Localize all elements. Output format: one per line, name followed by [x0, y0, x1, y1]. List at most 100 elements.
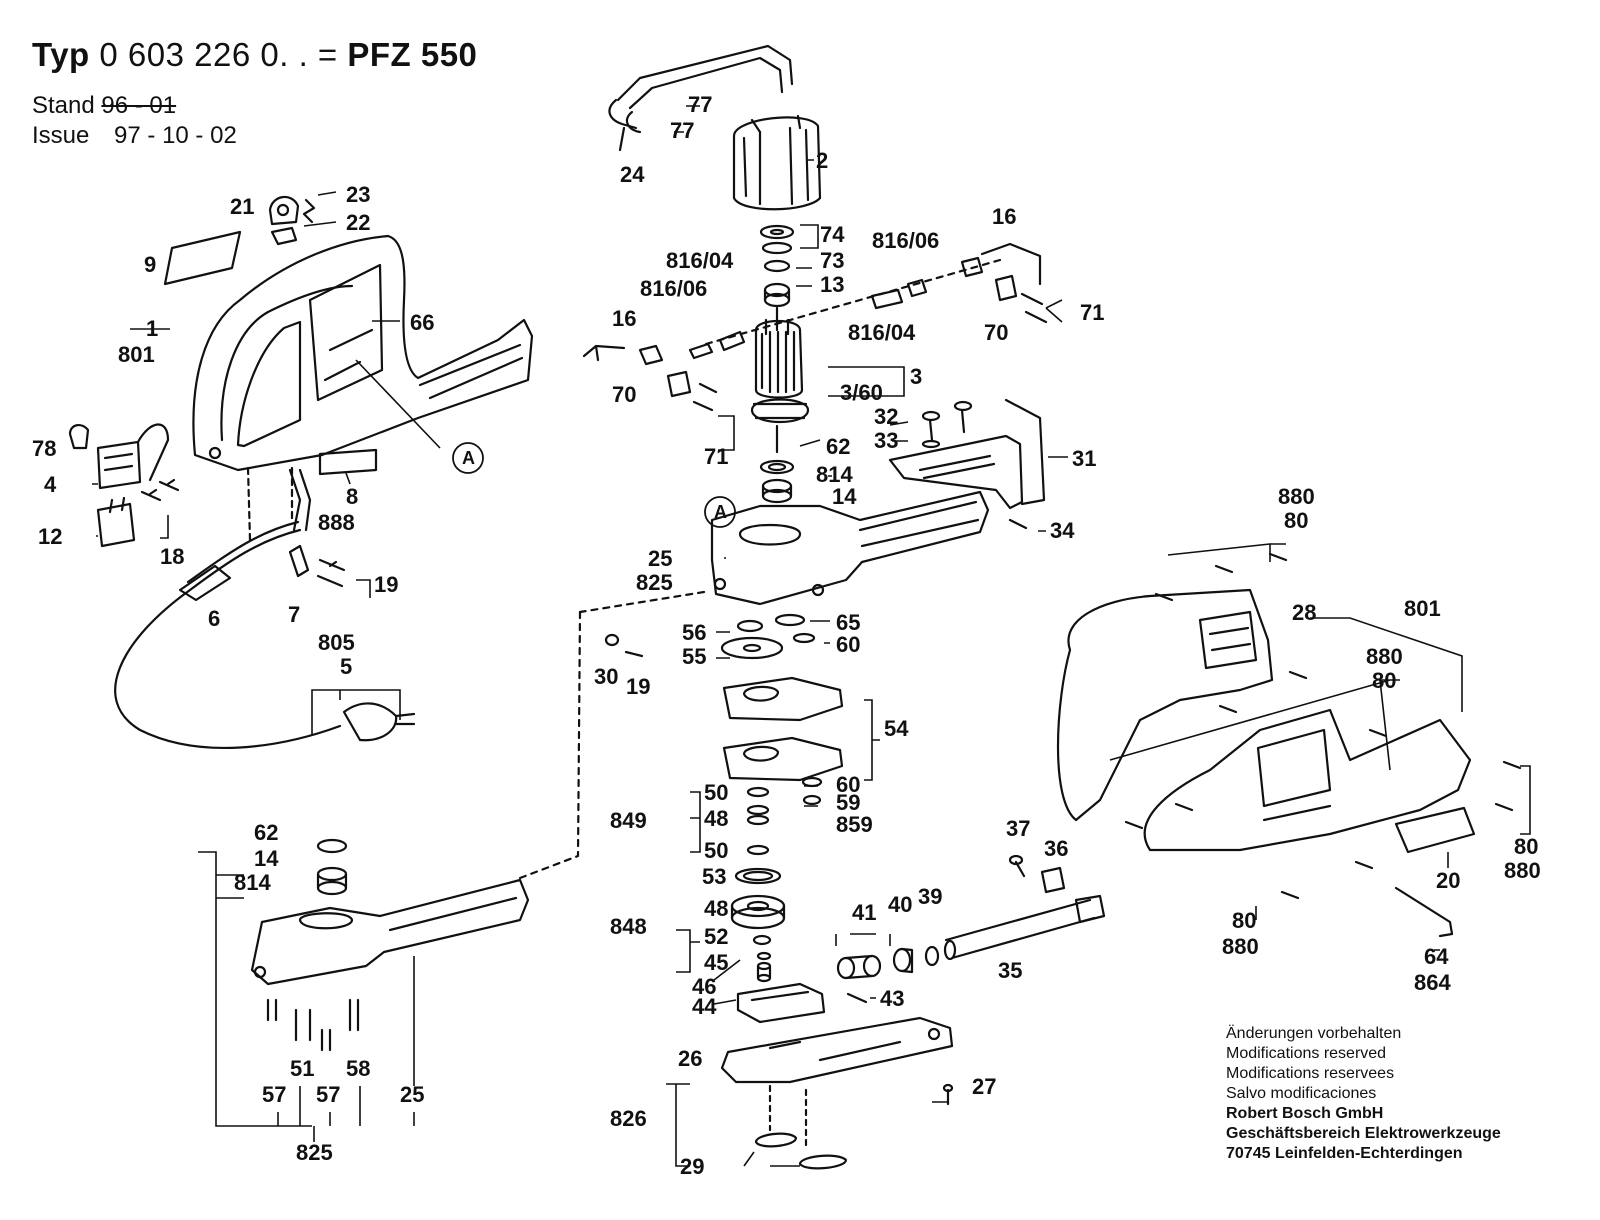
note-line: Salvo modificaciones: [1226, 1085, 1377, 1102]
block-36: [1040, 866, 1066, 894]
callout-48-a: 48: [704, 806, 728, 831]
company-division: Geschäftsbereich Elektrowerkzeuge: [1226, 1125, 1501, 1142]
callout-880-a: 880: [1278, 484, 1315, 509]
callout-60-a: 60: [836, 632, 860, 657]
suppressor-12: [96, 496, 136, 548]
type-number: 0 603 226 0. . =: [99, 36, 338, 73]
bearing-62-lower: [316, 838, 348, 854]
callout-74: 74: [820, 222, 845, 247]
pads-29: [754, 1132, 848, 1170]
callout-5: 5: [340, 654, 352, 679]
callout-6: 6: [208, 606, 220, 631]
callout-864: 864: [1414, 970, 1451, 995]
callout-80-d: 80: [1232, 908, 1256, 933]
diagram-title: Typ 0 603 226 0. . = PFZ 550: [32, 36, 477, 74]
callout-57-b: 57: [316, 1082, 340, 1107]
company-address: 70745 Leinfelden-Echterdingen: [1226, 1145, 1463, 1162]
screws-32: [921, 400, 973, 442]
callout-25-b: 25: [400, 1082, 424, 1107]
callout-48-b: 48: [704, 896, 728, 921]
hex-key-64: [1394, 886, 1454, 938]
handle-housing: [192, 234, 534, 472]
callout-A-2: A: [714, 502, 727, 522]
housing-shell-80: [1143, 708, 1472, 852]
callout-33: 33: [874, 428, 898, 453]
callout-37: 37: [1006, 816, 1030, 841]
screws-19a: [316, 558, 346, 588]
callout-43: 43: [880, 986, 904, 1011]
callout-70-b: 70: [984, 320, 1008, 345]
callout-7: 7: [288, 602, 300, 627]
cover-31: [888, 398, 1046, 510]
washer-65: [774, 613, 806, 627]
callout-70-a: 70: [612, 382, 636, 407]
callout-816-06-a: 816/06: [640, 276, 707, 301]
washer-60: [792, 632, 816, 644]
callout-25-a: 25: [648, 546, 672, 571]
stand-value: 96 - 01: [101, 92, 177, 119]
callout-816-06-b: 816/06: [872, 228, 939, 253]
callout-826: 826: [610, 1106, 647, 1131]
callout-56: 56: [682, 620, 706, 645]
callout-71-b: 71: [1080, 300, 1104, 325]
switch-knob-21: [268, 196, 300, 226]
callout-39: 39: [918, 884, 942, 909]
bearing-814-lower: [316, 866, 348, 896]
issue-value: 97 - 10 - 02: [114, 122, 237, 149]
note-line: Modifications reservees: [1226, 1065, 1395, 1082]
bearing-13: [763, 282, 791, 308]
armature-3: [750, 306, 810, 454]
callout-44: 44: [692, 994, 717, 1019]
callout-77-b: 77: [670, 118, 694, 143]
roller-40: [892, 947, 914, 974]
callout-2: 2: [816, 148, 828, 173]
callout-805: 805: [318, 630, 355, 655]
axis-brush-line: [704, 258, 1002, 346]
callout-4: 4: [44, 472, 57, 497]
callout-20: 20: [1436, 868, 1460, 893]
callout-51: 51: [290, 1056, 314, 1081]
housing-shell-28: [1056, 588, 1274, 822]
callout-40: 40: [888, 892, 912, 917]
gear-62: [759, 459, 795, 475]
callout-28: 28: [1292, 600, 1316, 625]
spacer-74: [759, 224, 795, 240]
callout-801: 801: [118, 342, 155, 367]
screw-30: [604, 633, 644, 658]
washer-73: [761, 241, 793, 273]
callout-41: 41: [852, 900, 876, 925]
callout-64: 64: [1424, 944, 1449, 969]
callout-16-a: 16: [612, 306, 636, 331]
callout-29: 29: [680, 1154, 704, 1179]
cable-clamp-7: [288, 544, 310, 578]
power-cable-6: [114, 468, 342, 749]
rollers-41: [836, 954, 882, 980]
callout-816-04-a: 816/04: [666, 248, 734, 273]
callout-1: 1: [146, 316, 158, 341]
callout-73: 73: [820, 248, 844, 273]
callout-32: 32: [874, 404, 898, 429]
callout-24: 24: [620, 162, 645, 187]
screw-37: [1008, 854, 1026, 878]
washer-33: [921, 439, 941, 449]
label-8: [318, 448, 378, 476]
callout-859: 859: [836, 812, 873, 837]
gear-48: [730, 894, 786, 930]
callout-9: 9: [144, 252, 156, 277]
callout-14-b: 14: [254, 846, 279, 871]
callout-13: 13: [820, 272, 844, 297]
screws-880: [1124, 552, 1522, 900]
callout-50-a: 50: [704, 780, 728, 805]
company-name: Robert Bosch GmbH: [1226, 1105, 1384, 1122]
callout-12: 12: [38, 524, 62, 549]
callout-848: 848: [610, 914, 647, 939]
callout-30: 30: [594, 664, 618, 689]
callout-71-a: 71: [704, 444, 728, 469]
callout-8: 8: [346, 484, 358, 509]
type-prefix: Typ: [32, 36, 90, 73]
plate-44: [736, 982, 826, 1024]
callout-18: 18: [160, 544, 184, 569]
issue-label: Issue: [32, 122, 90, 149]
note-line: Änderungen vorbehalten: [1226, 1025, 1402, 1042]
